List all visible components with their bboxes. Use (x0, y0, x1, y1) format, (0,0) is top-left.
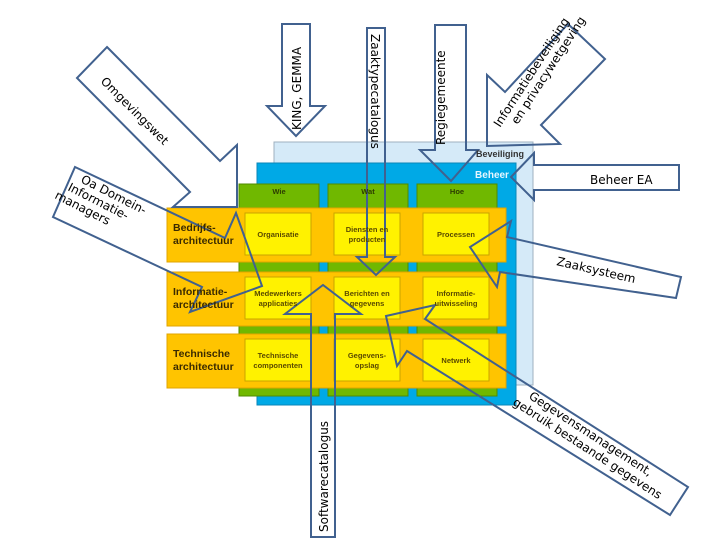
cell-box (244, 338, 312, 382)
cell-box (422, 338, 490, 382)
gegevensmanagement-label: Gegevensmanagement, gebruik bestaande ge… (510, 383, 672, 502)
domein-label: Oa Domein- Informatie- managers (53, 165, 153, 242)
row-label-line: architectuur (173, 299, 234, 311)
cell-label: Processen (437, 230, 475, 239)
cell-label-line: Technische (258, 351, 299, 360)
cell-label-line: Processen (437, 230, 475, 239)
regiegemeente-label: Regiegemeente (434, 50, 448, 145)
column-header: Wie (272, 187, 285, 196)
beheer-label: Beheer (475, 170, 509, 181)
cell-box (333, 276, 401, 320)
cell-box (422, 212, 490, 256)
arrow-king-gemma: KING, GEMMA (264, 23, 328, 138)
cell-label-line: Netwerk (441, 356, 471, 365)
cell-label-line: applicaties (259, 299, 298, 308)
cell-label: Gegevens-opslag (348, 351, 387, 370)
column-header: Wat (361, 187, 375, 196)
row-label-line: Bedrijfs- (173, 222, 216, 234)
cell-label-line: Informatie- (437, 289, 476, 298)
cell-label-line: Organisatie (257, 230, 298, 239)
zaaktypecatalogus-label: Zaaktypecatalogus (368, 34, 382, 149)
cell-box (244, 276, 312, 320)
informatiebeveiliging-label: Informatiebeveiliging en privacywetgevin… (491, 7, 588, 137)
row-label-line: Informatie- (173, 286, 228, 298)
cell-label: Netwerk (441, 356, 471, 365)
row-label: Informatie-architectuur (173, 286, 234, 311)
cell-label-line: producten (349, 235, 386, 244)
cell-label-line: Medewerkers (254, 289, 302, 298)
row-label: Bedrijfs-architectuur (173, 222, 234, 247)
arrow-informatiebeveiliging: Informatiebeveiliging en privacywetgevin… (486, 7, 607, 148)
cell-label-line: uitwisseling (435, 299, 478, 308)
informatiebeveiliging-line: en privacywetgeving (508, 14, 588, 127)
cell-label-line: opslag (355, 361, 380, 370)
arrow-softwarecatalogus: Softwarecatalogus (282, 283, 364, 538)
cell-box (422, 276, 490, 320)
arrow-zaaktypecatalogus: Zaaktypecatalogus (354, 27, 398, 277)
cell-box (333, 338, 401, 382)
gegevensmanagement-line: gebruik bestaande gegevens (510, 395, 664, 502)
beveiliging-label: Beveiliging (476, 149, 524, 159)
cell-label-line: Berichten en (344, 289, 390, 298)
cell-box (244, 212, 312, 256)
softwarecatalogus-label: Softwarecatalogus (317, 421, 331, 532)
cell-label-line: gegevens (350, 299, 385, 308)
row-label-line: architectuur (173, 235, 234, 247)
row-label-line: Technische (173, 348, 230, 360)
arrow-beheer-ea: Beheer EA (509, 150, 680, 203)
row-label-line: architectuur (173, 361, 234, 373)
cell-label-line: Gegevens- (348, 351, 387, 360)
cell-label: Organisatie (257, 230, 298, 239)
king-gemma-label: KING, GEMMA (290, 46, 304, 130)
cell-label: Informatie-uitwisseling (435, 289, 478, 308)
arrow-regiegemeente: Regiegemeente (417, 24, 481, 183)
beheer-ea-label: Beheer EA (590, 173, 653, 187)
informatiebeveiliging-line: Informatiebeveiliging (491, 15, 572, 130)
column-header: Hoe (450, 187, 464, 196)
cell-label-line: componenten (253, 361, 303, 370)
cell-label-line: Diensten en (346, 225, 389, 234)
